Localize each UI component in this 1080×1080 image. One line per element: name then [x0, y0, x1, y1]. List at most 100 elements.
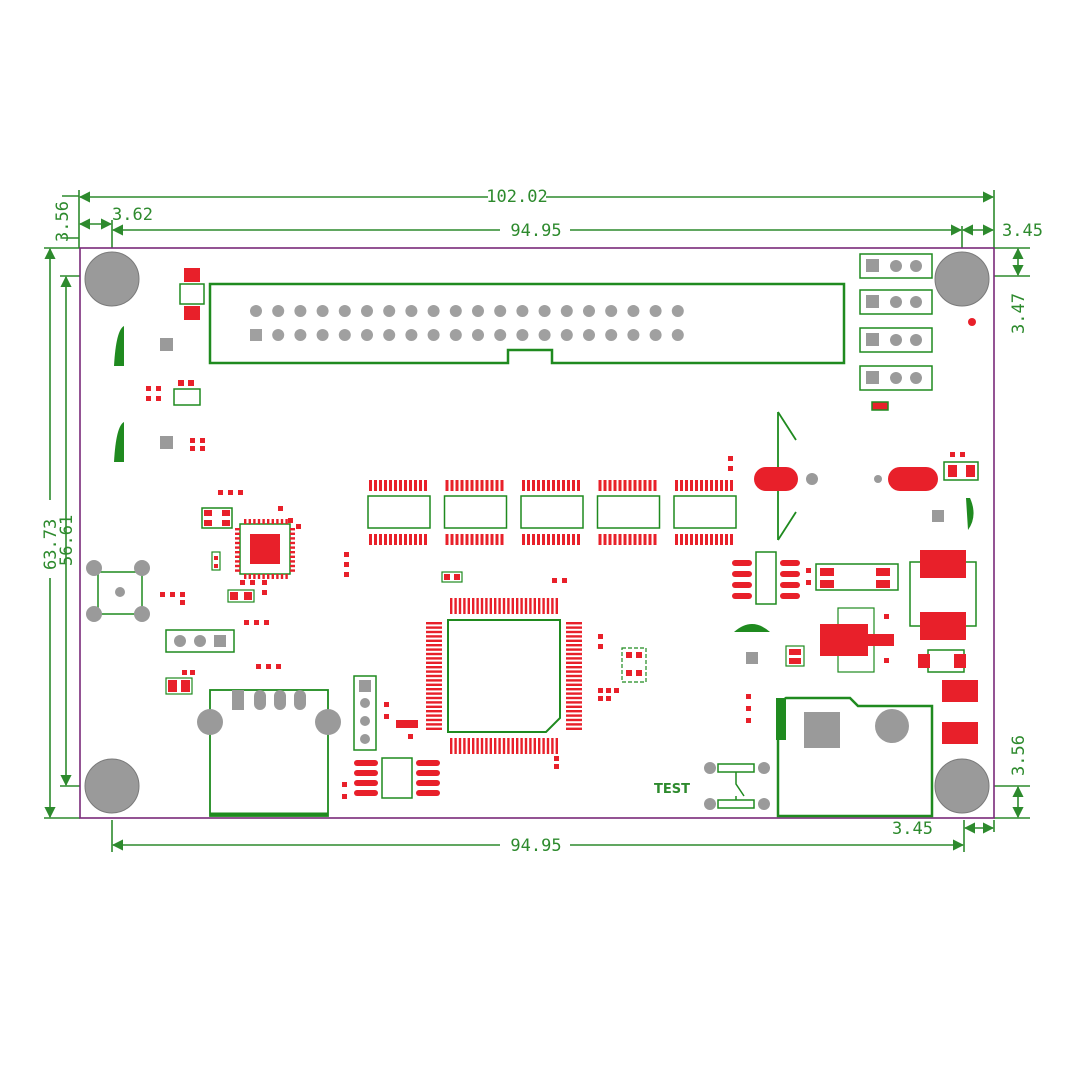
qfp-pin: [566, 688, 582, 691]
ic-pin: [532, 480, 535, 491]
ic-pin: [495, 480, 499, 491]
mounting-holes: [84, 251, 990, 814]
header-pin: [427, 329, 440, 341]
ic-pin: [384, 534, 387, 545]
ic-pin: [485, 534, 489, 545]
ic-pin: [374, 534, 377, 545]
ic-pin: [419, 480, 422, 491]
qfn-pin: [290, 551, 295, 554]
qfp-pin: [426, 657, 442, 660]
ic-pin: [522, 480, 525, 491]
qfp-pin: [498, 598, 501, 614]
ic-pin: [369, 534, 372, 545]
ic-pin: [419, 534, 422, 545]
ic-pin: [455, 480, 459, 491]
header-pin: [627, 305, 640, 317]
ic-pin: [608, 480, 612, 491]
qfn-pin: [290, 541, 295, 545]
header-pin: [338, 305, 351, 317]
ic-pin: [455, 534, 459, 545]
qfp-pin: [489, 738, 492, 754]
ic-pin: [414, 534, 417, 545]
ic-pin: [623, 480, 627, 491]
qfp-pin: [542, 598, 545, 614]
ic-pin: [720, 534, 723, 545]
ic-pin: [470, 480, 474, 491]
qfp-pin: [485, 598, 488, 614]
qfn-pin: [235, 546, 240, 549]
qfp-pin: [480, 738, 484, 754]
header-pin: [516, 305, 529, 317]
qfp-pin: [529, 738, 532, 754]
ic-pin: [532, 534, 535, 545]
label-hole-span-top: 94.95: [510, 221, 561, 241]
qfn-pin: [290, 569, 295, 572]
ic-pin: [379, 480, 382, 491]
ic-pin: [618, 534, 622, 545]
qfp-pin: [566, 710, 582, 713]
label-overall-width: 102.02: [486, 187, 547, 207]
qfn-pin: [235, 537, 240, 540]
qfp-pin: [498, 738, 501, 754]
qfp-pin: [566, 622, 582, 625]
qfp-pin: [426, 718, 442, 722]
qfp-pin: [507, 738, 510, 754]
ic-pin: [685, 480, 688, 491]
ic-pin: [725, 480, 728, 491]
ic-pin: [485, 480, 489, 491]
qfn-pin: [235, 541, 240, 545]
qfp-pin: [494, 598, 497, 614]
regulator-area: [732, 550, 978, 744]
qfp-pin: [555, 598, 558, 614]
qfp-pin: [566, 666, 582, 669]
header-pin: [560, 329, 573, 341]
qfp-pin: [566, 727, 582, 730]
qfn-pin: [248, 574, 251, 579]
dimension-labels: 102.02 3.62 94.95 3.45 3.56 63.73 56.61 …: [40, 186, 1043, 856]
label-right-offset-bottom: 3.45: [892, 819, 933, 839]
ic-pin: [690, 480, 693, 491]
ic-pin: [537, 534, 540, 545]
qfn-pin: [244, 574, 247, 579]
ic-pin: [490, 480, 494, 491]
qfp-pin: [566, 674, 582, 678]
qfp-pin: [454, 738, 457, 754]
qfp-pin: [426, 683, 442, 686]
header-pin: [272, 329, 285, 341]
qfp-pin: [566, 626, 582, 629]
qfp-pin: [566, 670, 582, 673]
label-right-top-offset: 3.47: [1009, 293, 1029, 334]
ic-pin: [675, 534, 678, 545]
qfp-pin: [489, 598, 492, 614]
ic-pin: [465, 534, 469, 545]
header-pin: [316, 329, 329, 341]
ic-pin: [500, 480, 504, 491]
qfn-pin: [290, 560, 295, 563]
qfp-pin: [472, 598, 475, 614]
label-overall-height: 63.73: [41, 519, 61, 570]
ic-pin: [675, 480, 678, 491]
main-mcu-qfp: [426, 571, 647, 769]
ic-pin: [572, 534, 575, 545]
qfn-pin: [244, 519, 247, 524]
ic-pin: [577, 480, 580, 491]
ic-pin: [460, 480, 464, 491]
ic-pin: [445, 480, 449, 491]
label-right-offset-top: 3.45: [1002, 221, 1043, 241]
ic-pin: [542, 534, 545, 545]
ic-pin: [720, 480, 723, 491]
header-pin: [583, 329, 595, 341]
ic-pin: [638, 480, 642, 491]
qfp-pin: [458, 738, 462, 754]
ic-pin: [527, 480, 530, 491]
qfp-pin: [566, 657, 582, 660]
qfp-pin: [426, 674, 442, 678]
ic-pin: [730, 480, 733, 491]
header-pin: [250, 305, 262, 317]
qfn-chip: [201, 490, 349, 603]
buffer-ic: [673, 495, 737, 529]
qfp-pin: [467, 598, 470, 614]
ic-pin: [567, 480, 570, 491]
connector-jack: [165, 664, 341, 817]
ic-pin: [643, 534, 647, 545]
